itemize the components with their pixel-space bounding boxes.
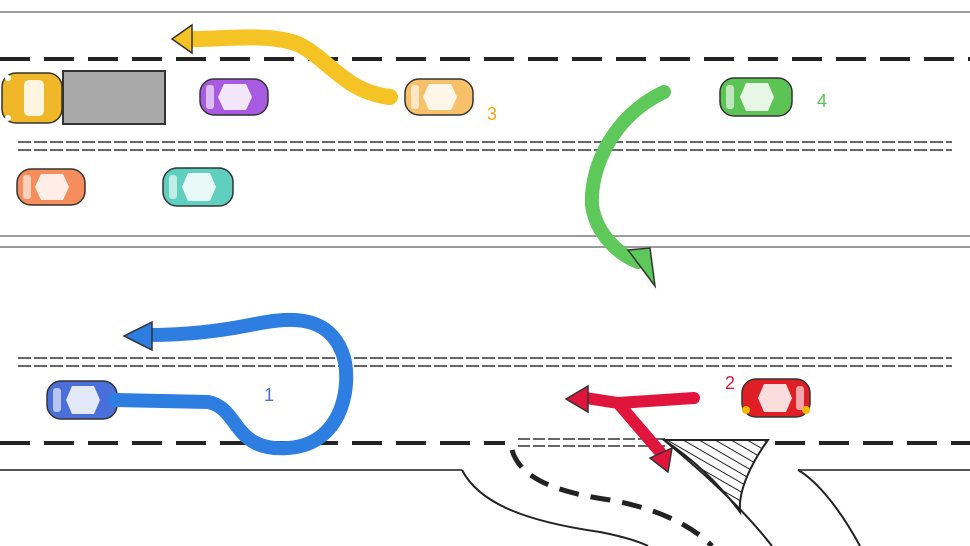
purple-car	[199, 78, 269, 116]
car-1	[46, 380, 118, 420]
ramp-outer-edge	[797, 469, 861, 546]
ramp-center-dashes	[509, 449, 714, 546]
hazard-light-left	[742, 406, 750, 414]
truck-cab	[1, 72, 63, 124]
ramp-left-edge	[461, 469, 649, 546]
orange-car	[16, 168, 86, 206]
arrow-green-u-turn-across-median	[584, 85, 671, 289]
truck-cargo	[62, 70, 166, 125]
arrow-yellow-lane-change	[170, 23, 398, 105]
hazard-light-right	[802, 406, 810, 414]
car-2-label: 2	[725, 373, 735, 393]
ramp-divider-hatch	[660, 439, 770, 516]
arrow-blue-u-turn	[108, 312, 354, 456]
cars	[1, 72, 811, 420]
car-1-label: 1	[264, 385, 274, 405]
car-2	[741, 378, 811, 418]
car-3-label: 3	[487, 104, 497, 124]
car-4	[719, 77, 793, 117]
car-4-label: 4	[817, 91, 827, 111]
teal-car	[162, 167, 234, 207]
car-3	[404, 78, 474, 116]
ramp-inner-edge	[663, 439, 773, 546]
exit-ramp	[461, 439, 861, 546]
lower-road	[0, 246, 970, 471]
arrow-red-split	[564, 384, 700, 474]
upper-road	[0, 11, 970, 237]
